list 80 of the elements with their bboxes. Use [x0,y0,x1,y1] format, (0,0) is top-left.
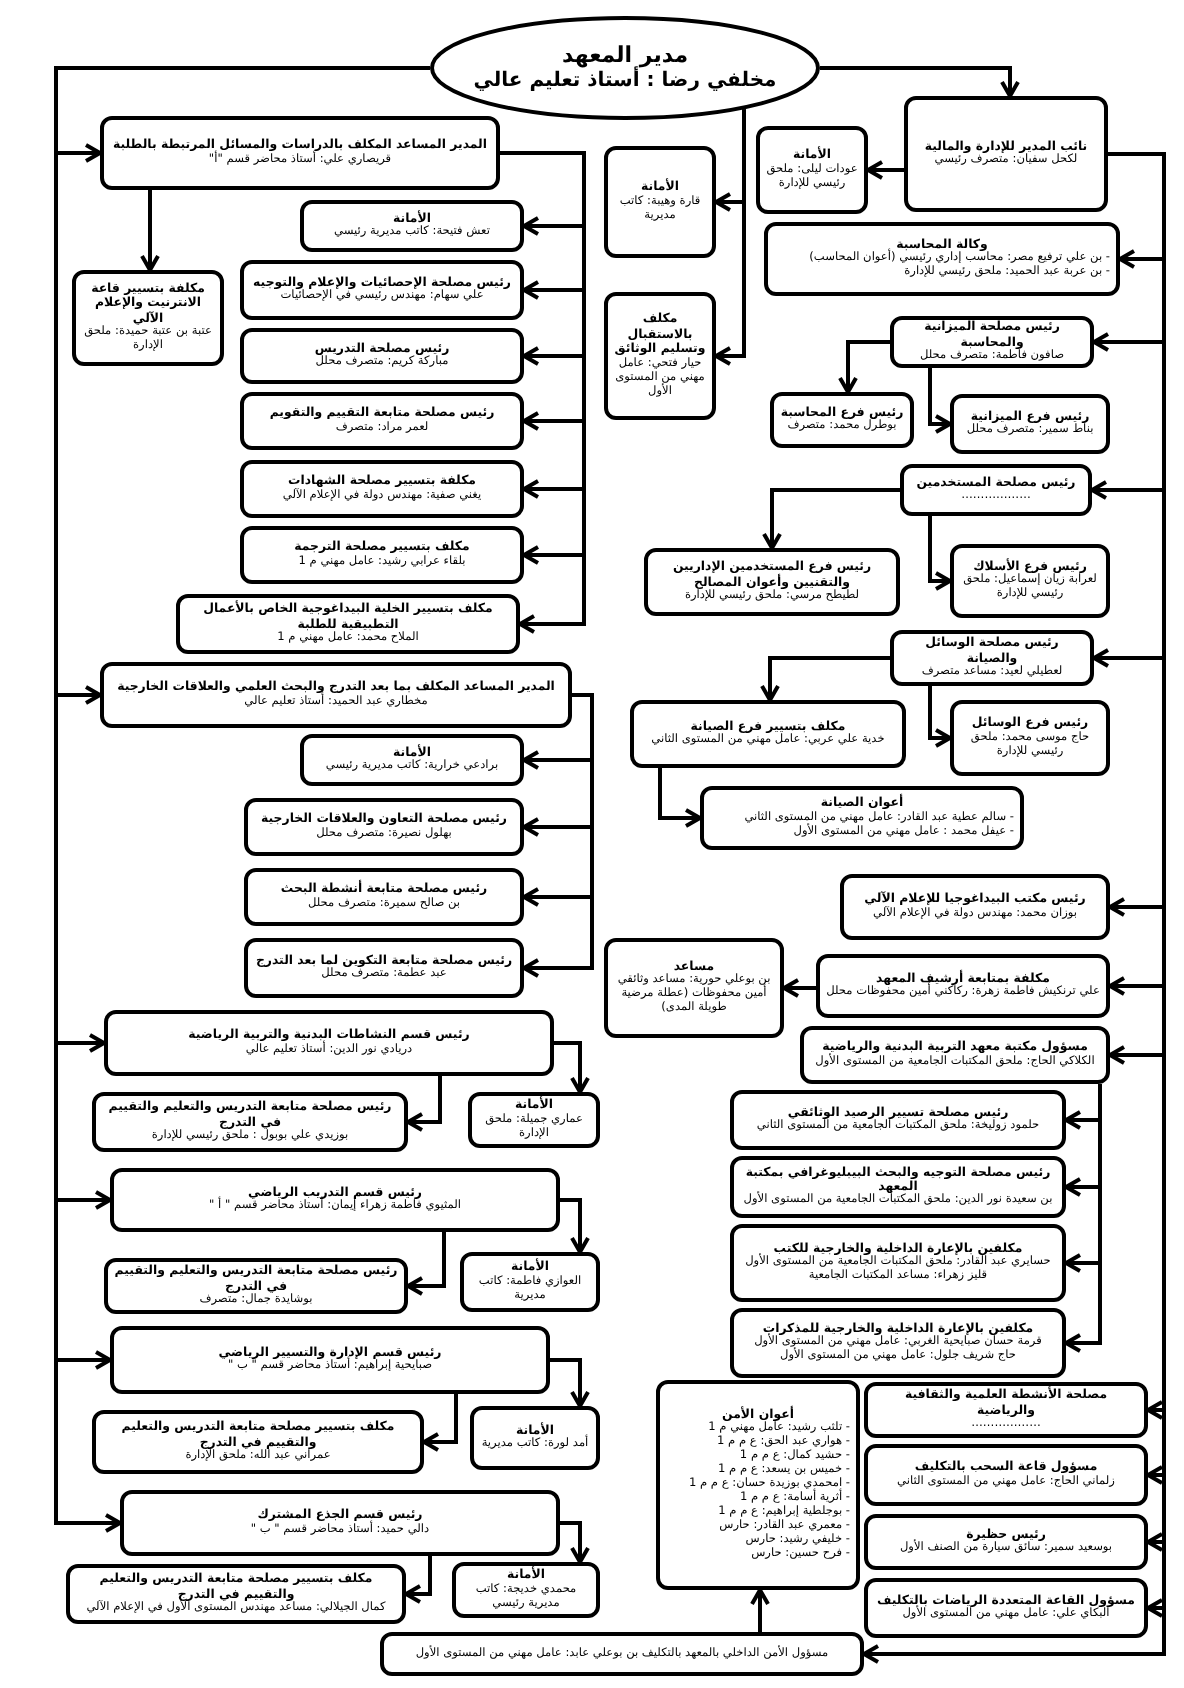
org-box [460,1252,600,1312]
connector-arrow [406,1076,442,1132]
org-box [240,392,524,450]
org-box [452,1562,600,1618]
org-box [240,460,524,518]
org-box [630,700,906,768]
org-box [950,544,1110,618]
connector-arrow [866,160,904,180]
connector-arrow [560,1198,590,1254]
connector-arrow [750,1588,770,1632]
org-box [300,734,524,786]
org-box [950,394,1110,454]
org-box [380,1632,864,1676]
connector-arrow [550,1358,590,1408]
connector-arrow [782,978,816,998]
org-box [244,938,524,998]
org-box [92,1410,424,1474]
org-box [604,938,784,1038]
org-box [950,700,1110,776]
org-box [240,526,524,584]
org-box [604,292,716,420]
org-box [890,630,1094,686]
org-box [470,1406,600,1470]
org-box [730,1090,1066,1150]
org-box [764,222,1120,296]
connector-arrow [928,686,952,748]
org-box [100,116,500,190]
org-box [730,1224,1066,1302]
connector-arrow [762,488,900,550]
connector-arrow [820,66,1020,98]
org-box [120,1490,560,1556]
connector-arrow [658,768,702,828]
connector-arrow [862,152,1166,1664]
connector-arrow [928,516,952,591]
org-box [300,200,524,252]
org-box [92,1092,408,1152]
org-box [100,662,572,728]
org-box [644,548,900,616]
org-box [890,316,1094,368]
org-box [72,270,224,366]
org-box [104,1258,408,1314]
org-box [604,146,716,258]
org-box [730,1308,1066,1378]
org-box [770,392,914,448]
connector-arrow [560,1521,590,1564]
org-box [756,126,868,214]
connector-arrow [404,1556,432,1604]
org-box [656,1380,860,1590]
connector-arrow [406,1232,446,1296]
node-title: مدير المعهد [561,42,689,69]
connector-arrow [422,1394,458,1452]
connector-arrow [760,656,890,702]
connector-arrow [928,368,952,434]
connector-arrow [522,693,594,978]
org-box [240,260,524,320]
org-box [176,594,520,654]
org-box [864,1514,1148,1570]
connector-arrow [140,190,160,272]
org-box [110,1168,560,1232]
org-box [864,1578,1148,1638]
org-box [240,328,524,384]
org-box [244,868,524,926]
org-box [110,1326,550,1394]
org-box [730,1156,1066,1218]
connector-arrow [838,340,890,394]
org-box [244,798,524,856]
org-box [900,464,1092,516]
org-box [864,1382,1148,1438]
director-ellipse [430,16,820,120]
connector-arrow [554,1041,590,1094]
org-box [904,96,1108,212]
org-box [800,1026,1110,1084]
org-box [66,1564,406,1624]
org-box [700,786,1024,850]
org-box [104,1010,554,1076]
org-box [468,1092,600,1148]
org-box [840,874,1110,940]
org-box [816,954,1110,1018]
node-text: مخلفي رضا : أستاذ تعليم عالي [473,69,777,94]
org-box [864,1444,1148,1506]
